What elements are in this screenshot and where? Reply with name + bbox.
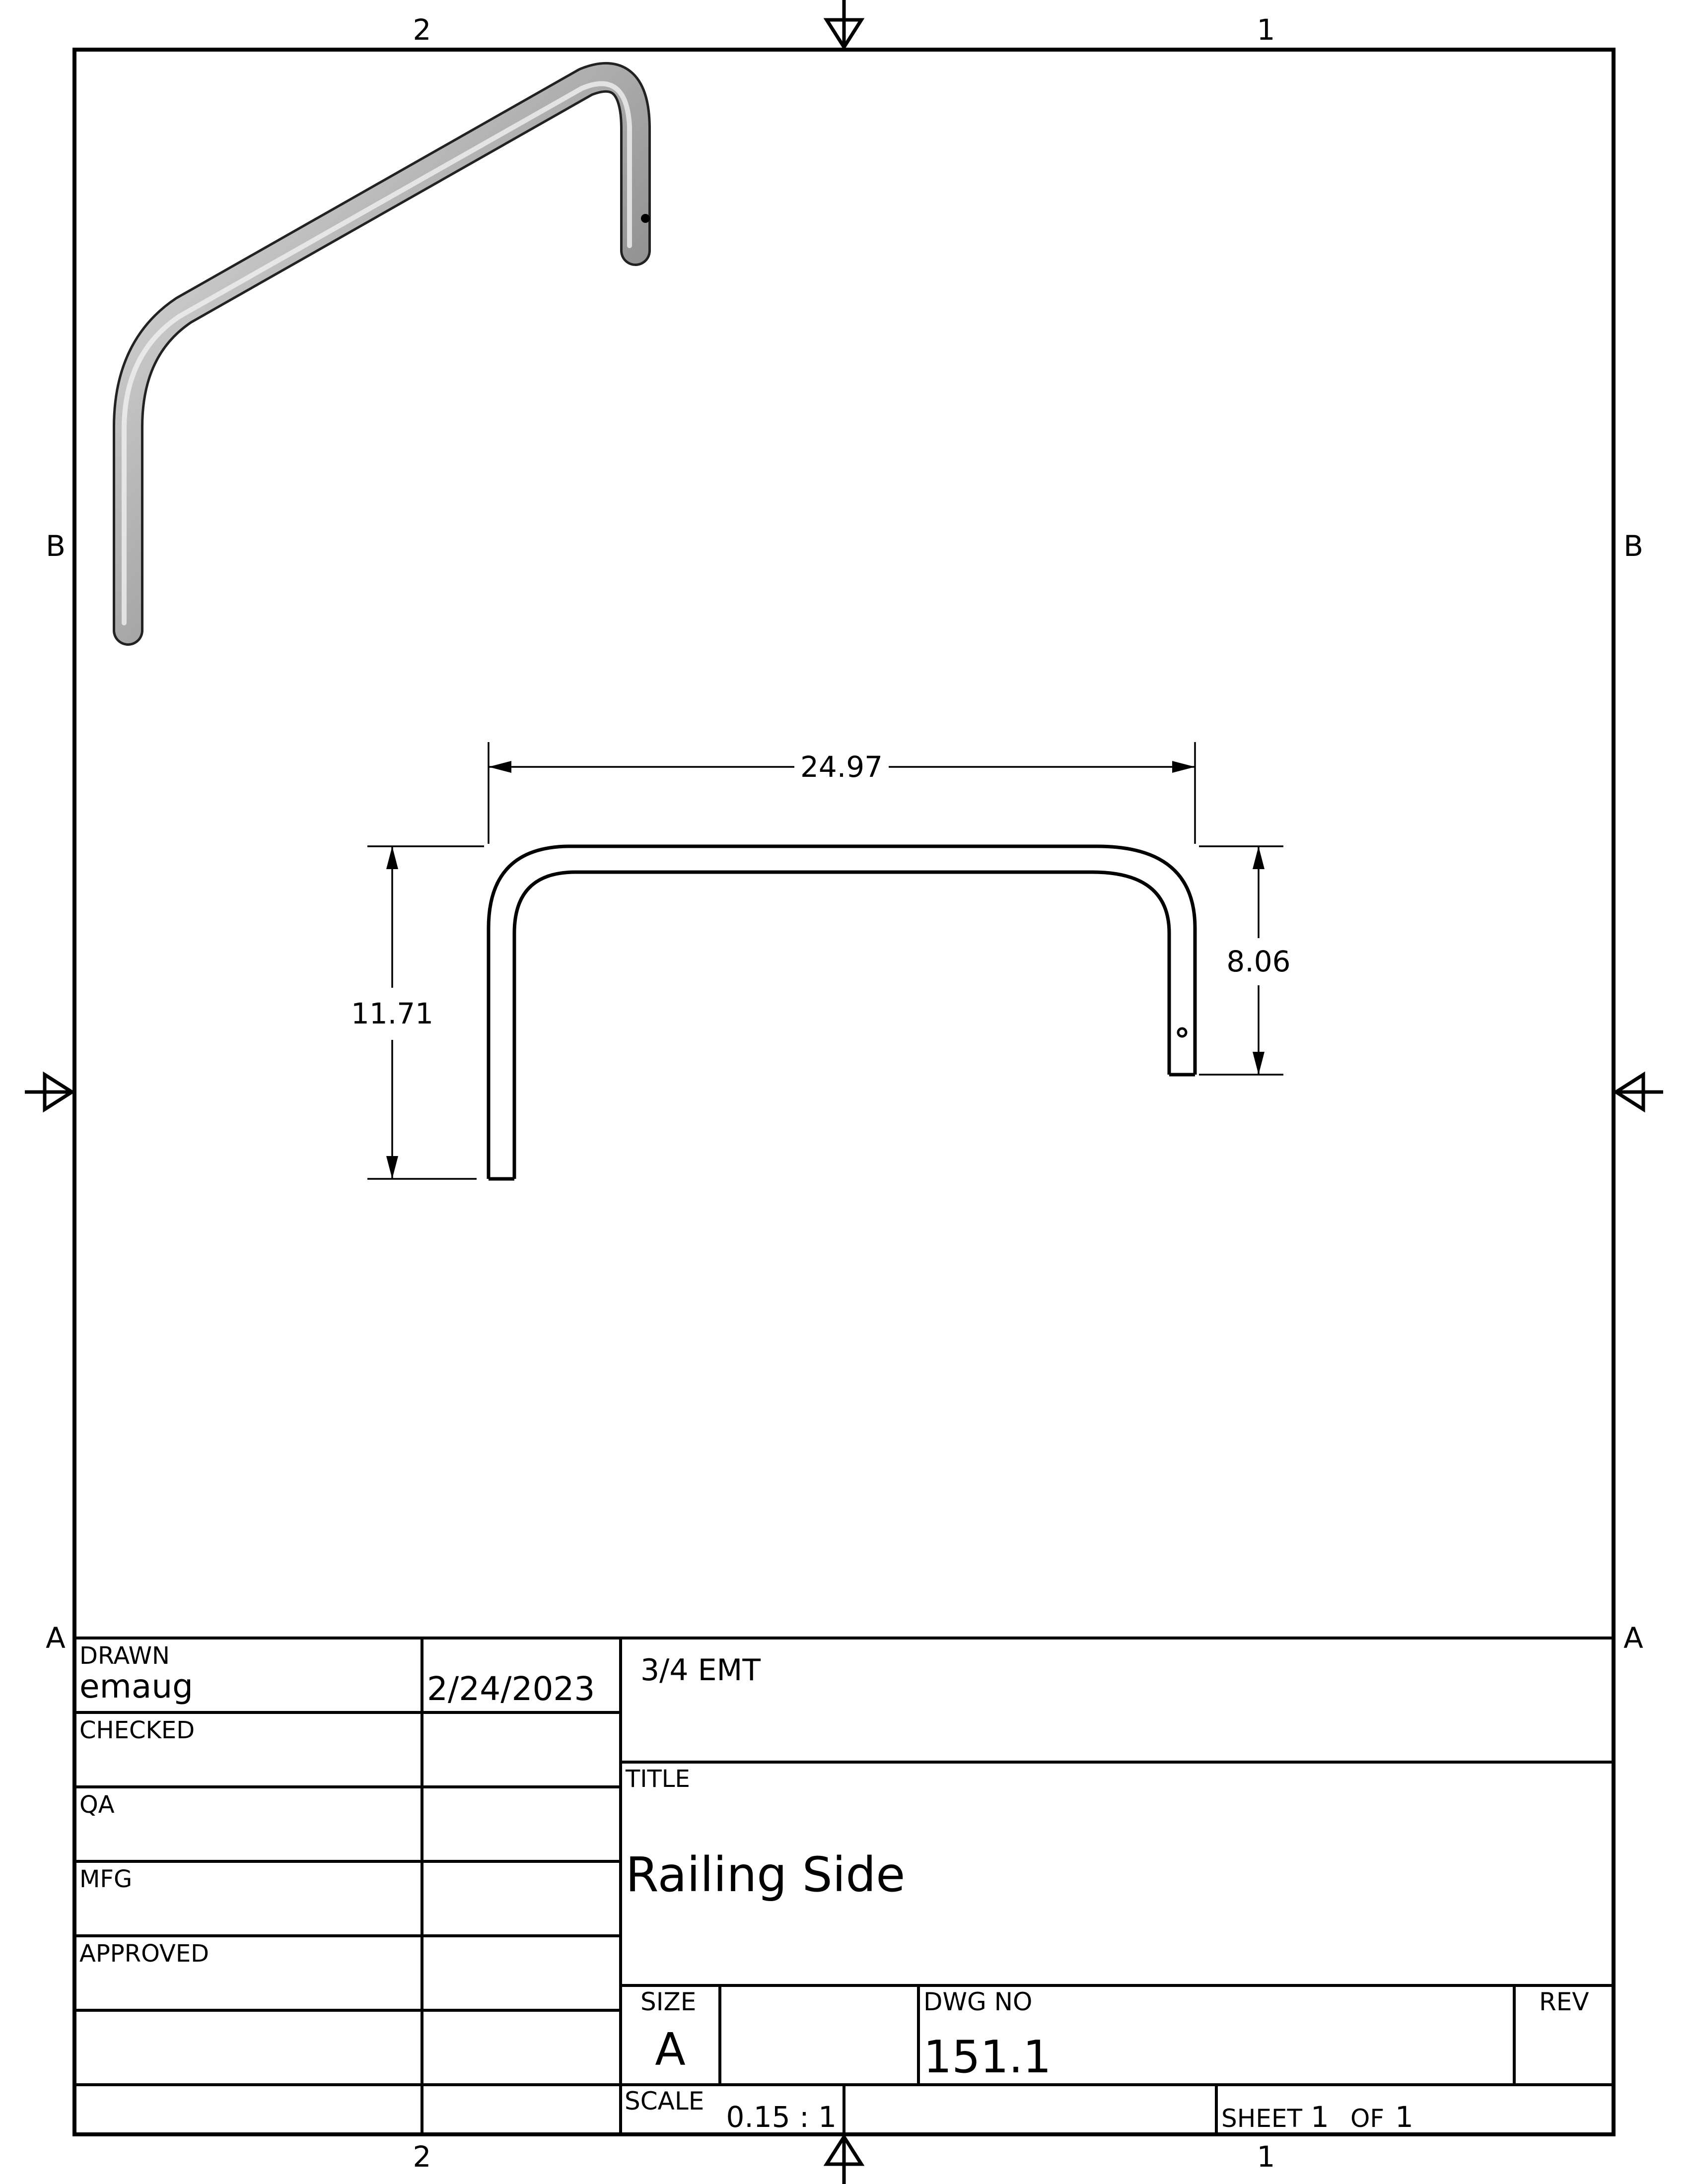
dwg-no: 151.1 xyxy=(923,2031,1052,2083)
dimension-lines xyxy=(367,742,1283,1180)
zone-label-right-a: A xyxy=(1623,1621,1643,1655)
sheet-label: SHEET xyxy=(1221,2104,1303,2133)
dimension-width: 24.97 xyxy=(800,750,883,784)
mounting-hole-iso xyxy=(641,214,650,223)
rev-label: REV xyxy=(1539,1987,1589,2016)
dimension-overall-height: 11.71 xyxy=(351,997,433,1030)
scale-label: SCALE xyxy=(625,2087,704,2116)
approved-label: APPROVED xyxy=(79,1940,209,1968)
zone-label-top-left: 2 xyxy=(413,13,431,47)
title-label: TITLE xyxy=(625,1765,690,1793)
drawn-by: emaug xyxy=(79,1667,193,1706)
size-value: A xyxy=(655,2024,686,2076)
drawing-title: Railing Side xyxy=(626,1847,905,1903)
isometric-view xyxy=(113,62,651,646)
title-block xyxy=(74,1637,1614,2134)
zone-label-bottom-left: 2 xyxy=(413,2140,431,2174)
sheet-border xyxy=(72,48,1616,2136)
scale-value: 0.15 : 1 xyxy=(726,2100,837,2134)
qa-label: QA xyxy=(79,1791,115,1819)
sheet-number: 1 xyxy=(1311,2100,1329,2134)
zone-label-left-a: A xyxy=(46,1621,66,1655)
mfg-label: MFG xyxy=(79,1865,132,1893)
front-view xyxy=(487,844,1197,1181)
sheet-total: 1 xyxy=(1395,2100,1413,2134)
checked-label: CHECKED xyxy=(79,1716,195,1744)
of-label: OF xyxy=(1350,2104,1384,2133)
zone-label-right-b: B xyxy=(1623,529,1643,563)
center-markers xyxy=(25,0,1663,2184)
drawn-date: 2/24/2023 xyxy=(427,1670,595,1708)
dimension-right-leg-height: 8.06 xyxy=(1226,945,1290,978)
size-label: SIZE xyxy=(640,1987,696,2016)
material: 3/4 EMT xyxy=(640,1653,761,1688)
zone-label-left-b: B xyxy=(46,529,66,563)
mounting-hole xyxy=(1177,1027,1188,1038)
dwg-no-label: DWG NO xyxy=(923,1987,1032,2016)
zone-label-top-right: 1 xyxy=(1257,13,1275,47)
zone-label-bottom-right: 1 xyxy=(1257,2140,1275,2174)
drawn-label: DRAWN xyxy=(79,1642,170,1670)
